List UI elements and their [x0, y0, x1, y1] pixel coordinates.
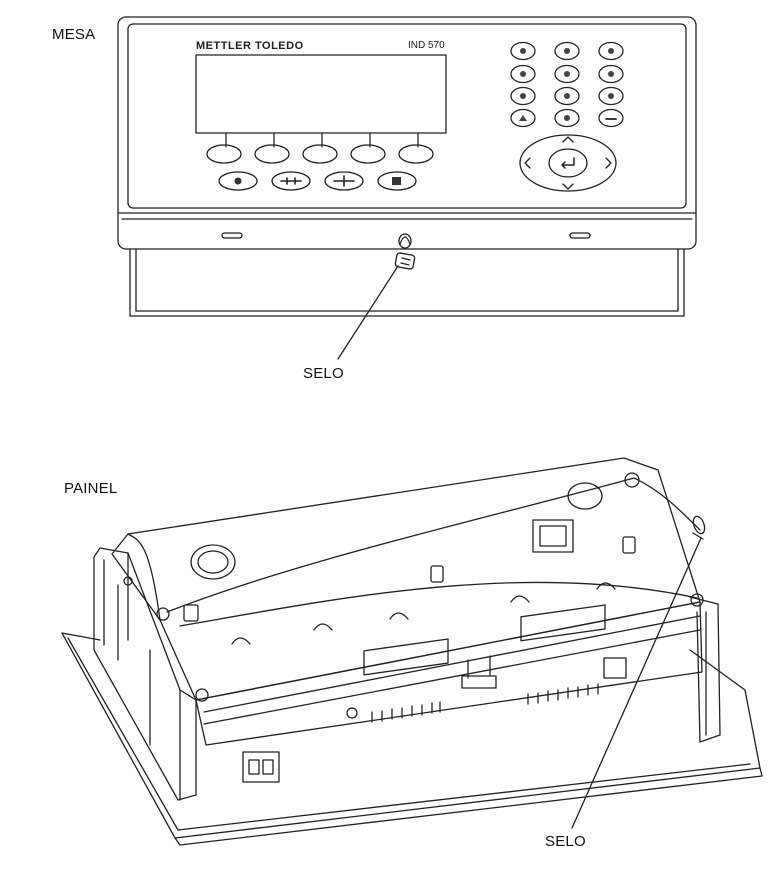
desk-seal-label: SELO — [303, 365, 344, 382]
softkey-5 — [398, 144, 434, 164]
rectangular-window — [532, 519, 574, 553]
mounting-plate — [61, 632, 761, 839]
seal-wire-top — [166, 477, 635, 613]
connectors — [242, 604, 627, 783]
nav-ring — [519, 134, 617, 192]
nav-down-arrow — [562, 183, 574, 190]
clip-5 — [596, 582, 616, 590]
panel-label: PAINEL — [64, 480, 118, 497]
seal-wire-bottom — [179, 581, 698, 627]
nav-right-arrow — [605, 157, 612, 169]
panel-seal-leader — [571, 537, 702, 829]
nav-left-arrow — [524, 157, 531, 169]
terminal-block-2 — [520, 604, 606, 642]
desk-seal — [394, 233, 416, 270]
terminal-block-1 — [363, 638, 449, 676]
enter-key — [548, 148, 588, 178]
brand-logo: METTLER TOLEDO — [196, 40, 304, 52]
round-knockout — [190, 544, 236, 580]
front-rail — [195, 601, 703, 746]
ribbon-connector — [461, 675, 497, 689]
clip-3 — [389, 612, 409, 620]
desk-front-panel — [127, 23, 687, 209]
right-side-wall — [689, 596, 721, 743]
panel-seal — [692, 515, 706, 540]
power-connector — [242, 751, 280, 783]
screw-5 — [690, 593, 704, 607]
function-key-1 — [218, 171, 258, 191]
slot-right — [569, 232, 591, 239]
round-hole — [567, 482, 603, 510]
desk-housing — [117, 16, 697, 250]
model-label: IND 570 — [408, 40, 445, 51]
clip-2 — [313, 623, 333, 631]
slot-left — [221, 232, 243, 239]
desk-base — [129, 248, 685, 317]
nav-up-arrow — [562, 136, 574, 143]
function-key-2 — [271, 171, 311, 191]
screw-4 — [346, 707, 358, 719]
desk-terminal: METTLER TOLEDO IND 570 — [117, 16, 697, 360]
screw-3 — [195, 688, 209, 702]
function-key-4 — [377, 171, 417, 191]
top-cover — [111, 457, 701, 701]
left-side-wall — [93, 547, 197, 801]
softkey-1 — [206, 144, 242, 164]
softkey-3 — [302, 144, 338, 164]
panel-terminal — [61, 457, 763, 846]
screw-1 — [123, 576, 133, 586]
navigation-pad — [519, 134, 617, 192]
panel-seal-label: SELO — [545, 833, 586, 850]
screw-2 — [156, 607, 170, 621]
display-window — [195, 54, 447, 134]
desk-seal-leader — [337, 265, 399, 360]
softkey-2 — [254, 144, 290, 164]
dip-switch — [603, 657, 627, 679]
function-key-3 — [324, 171, 364, 191]
softkey-4 — [350, 144, 386, 164]
clip-1 — [231, 637, 251, 645]
numeric-keypad — [510, 41, 624, 128]
desk-label: MESA — [52, 26, 96, 43]
clip-4 — [510, 595, 530, 603]
